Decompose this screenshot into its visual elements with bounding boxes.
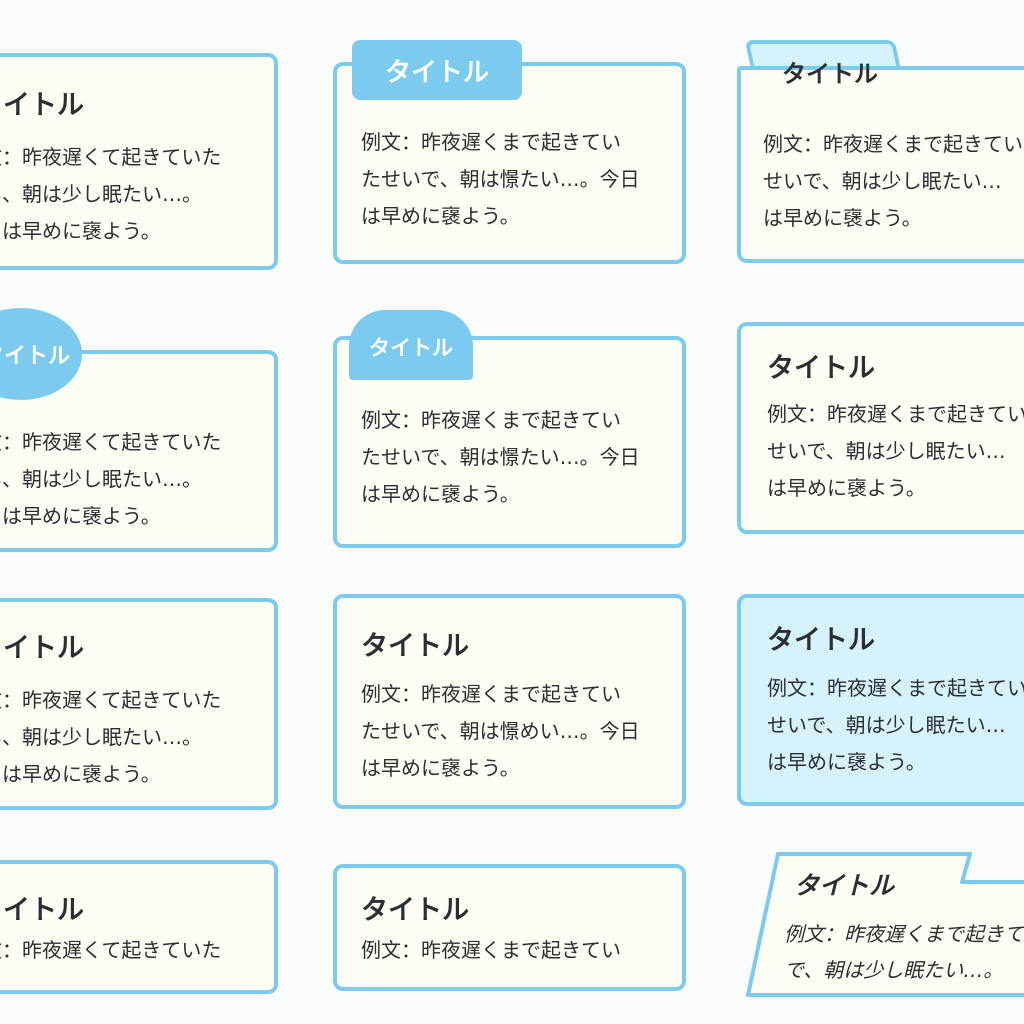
card-body-line: 例文：昨夜遅くて起きていた: [0, 938, 222, 962]
card-body-line: 例文：昨夜遅くて起きていた: [0, 430, 222, 454]
card-title: タイトル: [767, 625, 875, 656]
card-body: 例文：昨夜遅くまで起きていせいで、朝は少し眠たい… は早めに襃よう。: [767, 396, 1024, 507]
card-body-line: せいで、朝は少し眠たい…: [767, 713, 1006, 737]
card-body-line: たせいで、朝は憬たい…。今日: [361, 445, 640, 469]
card: タイトル例文：昨夜遅くまで起きていたせいで、朝は憬めい…。今日は早めに襃よう。: [333, 594, 686, 809]
card-title: タイトル: [361, 895, 469, 926]
card-title: タイトル: [0, 90, 84, 121]
card-title: タイトル: [782, 60, 878, 88]
card-title-tab: タイトル: [352, 40, 522, 100]
card-body-line: たせいで、朝は憬めい…。今日: [361, 719, 640, 743]
card-body: 例文：昨夜遅くて起きていた: [0, 932, 221, 969]
card-body: 例文：昨夜遅くまで起きていせいで、朝は少し眠たい… は早めに襃よう。: [763, 126, 1023, 237]
card-title: タイトル: [361, 631, 469, 662]
card-body-line: たせいで、朝は憬たい…。今日: [361, 167, 640, 191]
card: タイトル例文：昨夜遅くまで起きていせいで、朝は少し眠たい… は早めに襃よう。: [737, 594, 1024, 806]
card-body-line: は早めに襃よう。: [763, 206, 922, 230]
card-body: 例文：昨夜遅くまで起きていで、朝は少し眠たい…。: [784, 916, 1024, 988]
card-body-line: 例文：昨夜遅くまで起きてい: [361, 938, 621, 962]
card-body-line: 例文：昨夜遅くまで起きてい: [784, 922, 1024, 946]
card-body-line: 例文：昨夜遅くまで起きてい: [361, 682, 621, 706]
card-title: タイトル: [0, 895, 84, 926]
card: タイトル例文：昨夜遅くまで起きてい: [333, 864, 686, 991]
card-body: 例文：昨夜遅くまで起きていたせいで、朝は憬たい…。今日は早めに襃よう。: [361, 124, 640, 235]
card-body-line: せいで、朝は少し眠たい…: [763, 169, 1002, 193]
card-title: タイトル: [0, 633, 84, 664]
card-body: 例文：昨夜遅くまで起きていたせいで、朝は憬たい…。今日は早めに襃よう。: [361, 402, 640, 513]
card-title-tab: タイトル: [349, 310, 473, 380]
card-body-line: せい、朝は少し眠たい…。: [0, 182, 202, 206]
card-title: タイトル: [767, 353, 875, 384]
card-title: タイトル: [794, 871, 895, 900]
card-body-line: 例文：昨夜遅くまで起きてい: [763, 132, 1023, 156]
card-body-line: せいで、朝は少し眠たい…: [767, 439, 1006, 463]
card-body-line: は早めに襃よう。: [767, 750, 926, 774]
card-body-line: せい、朝は少し眠たい…。: [0, 467, 202, 491]
card-body-line: は早めに襃よう。: [361, 204, 520, 228]
card: タイトル例文：昨夜遅くまで起きていせいで、朝は少し眠たい… は早めに襃よう。: [737, 322, 1024, 534]
card: 例文：昨夜遅くまで起きていせいで、朝は少し眠たい… は早めに襃よう。: [737, 66, 1024, 263]
card-body: 例文：昨夜遅くまで起きていたせいで、朝は憬めい…。今日は早めに襃よう。: [361, 676, 640, 787]
card: 例文：昨夜遅くまで起きていたせいで、朝は憬たい…。今日は早めに襃よう。: [333, 336, 686, 548]
card-body-line: 例文：昨夜遅くまで起きてい: [361, 408, 621, 432]
card-body-line: 例文：昨夜遅くて起きていた: [0, 688, 222, 712]
card-body-line: 例文：昨夜遅くまで起きてい: [767, 676, 1024, 700]
card-body: 例文：昨夜遅くまで起きてい: [361, 932, 621, 969]
card-body-line: で、朝は少し眠たい…。: [784, 958, 1004, 982]
card-body-line: は早めに襃よう。: [361, 482, 520, 506]
card-body-line: は早めに襃よう。: [361, 756, 520, 780]
card: タイトル例文：昨夜遅くまで起きていで、朝は少し眠たい…。: [740, 850, 1024, 1002]
card-body-line: 例文：昨夜遅くて起きていた: [0, 145, 222, 169]
card-body: 例文：昨夜遅くまで起きていせいで、朝は少し眠たい… は早めに襃よう。: [767, 670, 1024, 781]
card-body-line: 例文：昨夜遅くまで起きてい: [767, 402, 1024, 426]
card-body-line: は早めに襃よう。: [767, 476, 926, 500]
card-body-line: せい、朝は少し眠たい…。: [0, 725, 202, 749]
card-body-line: 例文：昨夜遅くまで起きてい: [361, 130, 621, 154]
card-shape: [746, 852, 1024, 997]
